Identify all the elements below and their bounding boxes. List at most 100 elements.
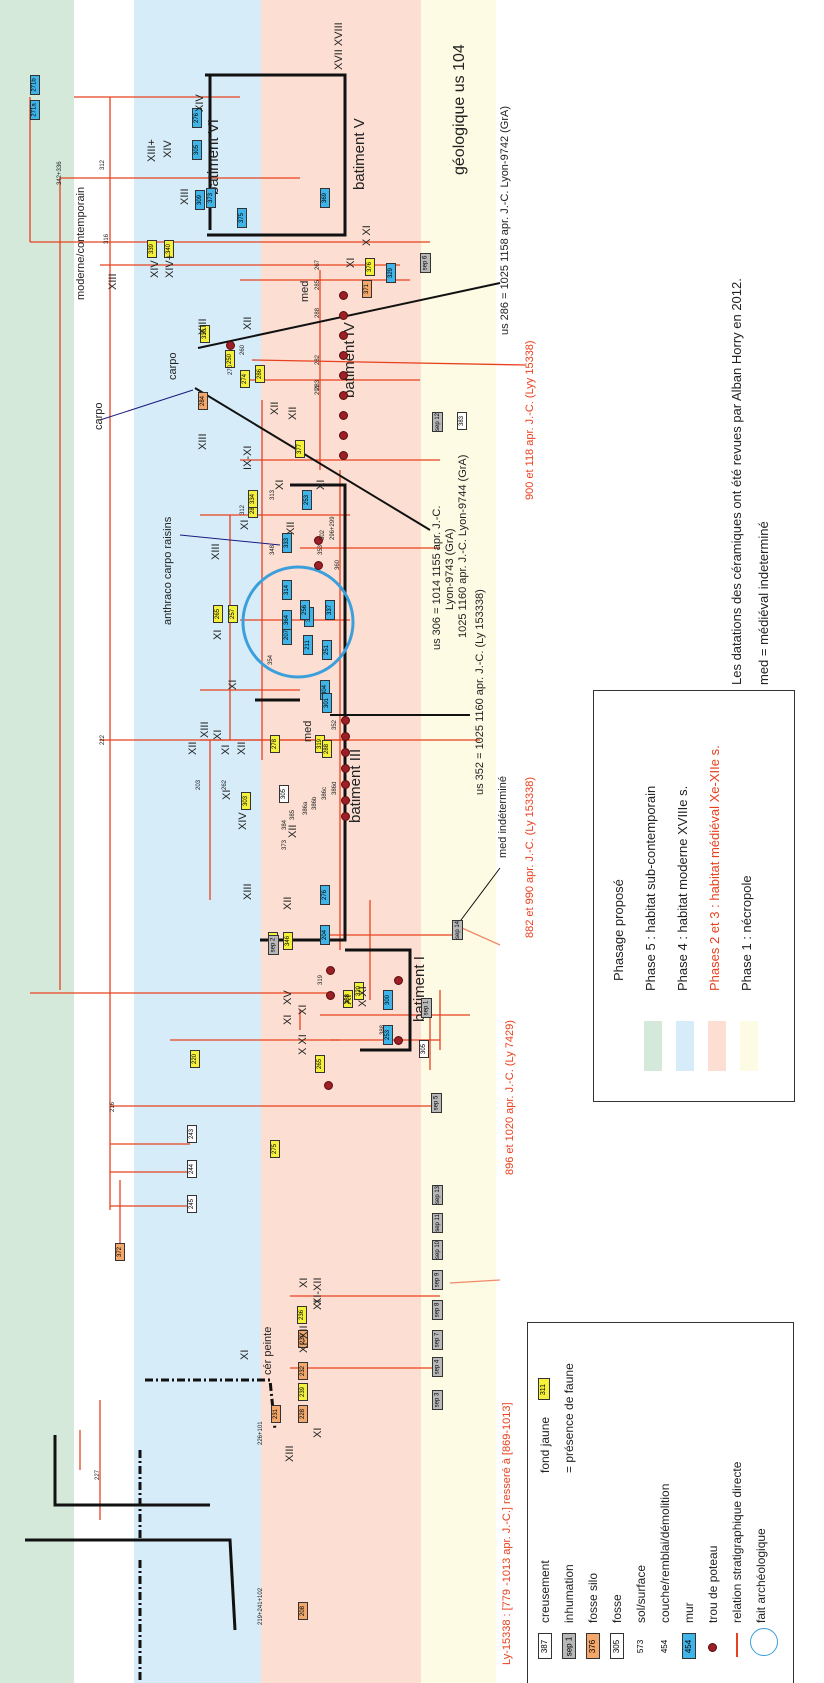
phasage-swatch [644,1021,662,1071]
phase4-band [134,0,261,1683]
unit-box-wall: 364 [282,610,292,630]
unit-number-label: 342+336 [57,161,63,185]
posthole-marker [341,796,350,805]
unit-box-label: 232 [300,1365,307,1377]
unit-box-label: 228 [300,1408,307,1420]
dating-arrow-ly15338 [251,359,526,366]
unit-box-silo: 230 [298,1330,308,1348]
dating-arrow-ly15338-bottom [449,1279,501,1284]
unit-box-label: 364 [284,614,291,626]
unit-box-label: 339 [149,243,156,255]
legend-sample-text: 376 [588,1639,598,1653]
zone-label-anthraco: anthraco carpo raisins [162,516,174,625]
unit-box-wall: 301 [322,693,332,713]
posthole-marker [226,341,235,350]
posthole-marker [339,431,348,440]
legend-extra-label: = présence de faune [562,1363,576,1473]
unit-box-wall: 300 [383,990,393,1010]
unit-box-label: 314 [284,584,291,596]
unit-box-label: 275 [272,1143,279,1155]
dating-arrow-us286 [197,282,501,349]
phasage-label: Phases 2 et 3 : habitat médiéval Xe-XIIe… [707,745,722,991]
period-label: XI [212,629,224,640]
zone-label-med-2: med [302,720,314,742]
posthole-marker [339,371,348,380]
unit-box-label: sep 13 [434,1185,441,1205]
highlight-circle [241,565,355,679]
unit-box-wall: 211 [303,635,313,655]
posthole-marker [339,451,348,460]
period-label: XIV+ [164,253,176,278]
unit-box-wall: 253 [302,490,312,510]
period-label: XIII [197,433,209,450]
building-wall-a [53,1435,210,1507]
unit-box-label: sep 4 [434,1359,441,1375]
legend-box-sample: 387 [538,1633,552,1659]
unit-box-label: 204 [322,929,329,941]
legend-label: inhumation [562,1564,576,1623]
unit-box-label: 329 [388,267,395,279]
legend-sample-text: 454 [684,1639,694,1653]
unit-box-label: 208 [300,1605,307,1617]
legend-box-sample: 573 [634,1633,648,1659]
building-wall-b3 [260,483,347,942]
unit-box-wall: 276 [192,108,202,128]
posthole-marker [339,411,348,420]
unit-box-label: 239 [300,1386,307,1398]
unit-box-label: 276 [194,112,201,124]
unit-box-fosse: 305 [419,1040,429,1058]
unit-box-fond-jaune: 257 [228,605,238,623]
period-label: XI [212,729,224,740]
unit-box-wall: 375 [237,208,247,228]
posthole-marker [326,991,335,1000]
unit-box-wall: 305 [192,140,202,160]
unit-box-label: 253 [304,494,311,506]
legend-extra-sample-text: 311 [540,1383,548,1395]
unit-number-label: 354 [268,654,274,665]
unit-box-wall: 271a [30,100,40,120]
dating-us306-a: us 306 = 1014 1155 apr. J.-C. [431,505,443,650]
unit-number-label: 226+101 [258,1421,264,1445]
unit-box-label: 303 [243,795,250,807]
unit-box-fond-jaune: 274 [240,370,250,388]
unit-box-sep: sep 12 [432,412,443,432]
unit-box-label: 211 [305,640,312,650]
legend-sample-text: 305 [612,1639,622,1653]
unit-box-wall: 373 [206,188,216,208]
posthole-marker [341,748,350,757]
unit-box-label: 244 [189,1163,196,1175]
unit-box-label: 375 [239,212,246,224]
unit-box-label: 286 [257,368,264,380]
unit-box-sep: sep 2 [268,935,279,955]
building-wall-b1 [345,948,412,1052]
unit-box-sep: sep 1 [421,998,432,1018]
carpo-link [99,389,194,421]
zone-label-med-indetermine: med indéterminé [497,776,509,858]
legend-extra-sample: 311 [538,1378,550,1400]
unit-box-label: sep 7 [434,1332,441,1348]
phasage-swatch [708,1021,726,1071]
unit-box-fond-jaune: 239 [298,1383,308,1401]
period-label: XI [312,1427,324,1438]
phasage-label: Phase 4 : habitat moderne XVIIIe s. [675,785,690,991]
unit-box-sep: sep 14 [452,920,463,940]
unit-box-wall: 251 [322,640,332,660]
legend-sample-text: 454 [660,1639,670,1653]
unit-box-label: sep 11 [434,1214,441,1232]
legend-label: creusement [538,1560,552,1623]
period-label: XIV [149,260,161,278]
unit-number-label: 360 [335,559,341,570]
unit-number-label: 270 [228,364,234,375]
unit-box-fosse: 243 [187,1125,197,1143]
period-label: XII [287,406,299,420]
legend-box-sample: 454 [682,1633,696,1659]
unit-box-fosse: 383 [457,412,467,430]
period-label: XI [274,479,286,490]
posthole-marker [314,536,323,545]
unit-box-label: 250 [227,353,234,365]
unit-box-wall: 329 [386,263,396,283]
zone-label-geologique: géologique us 104 [451,44,468,175]
unit-box-label: 333 [284,537,291,549]
unit-box-label: 340 [166,243,173,255]
unit-box-label: 257 [230,608,237,620]
